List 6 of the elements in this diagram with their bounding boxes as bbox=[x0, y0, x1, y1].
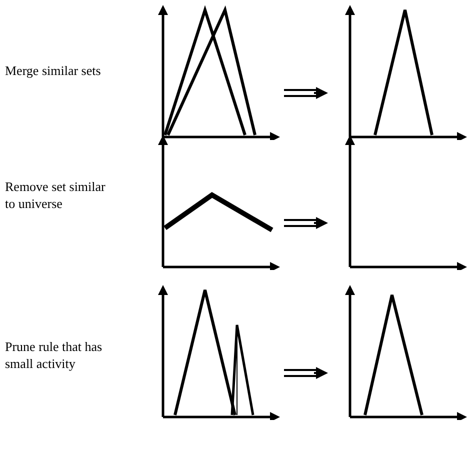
row-caption: Prune rule that has small activity bbox=[5, 338, 104, 372]
row-caption: Merge similar sets bbox=[5, 62, 102, 79]
row-caption: Remove set similar to universe bbox=[5, 178, 106, 212]
double-arrow bbox=[283, 367, 328, 379]
double-arrow bbox=[283, 87, 328, 99]
double-arrow bbox=[283, 217, 328, 229]
